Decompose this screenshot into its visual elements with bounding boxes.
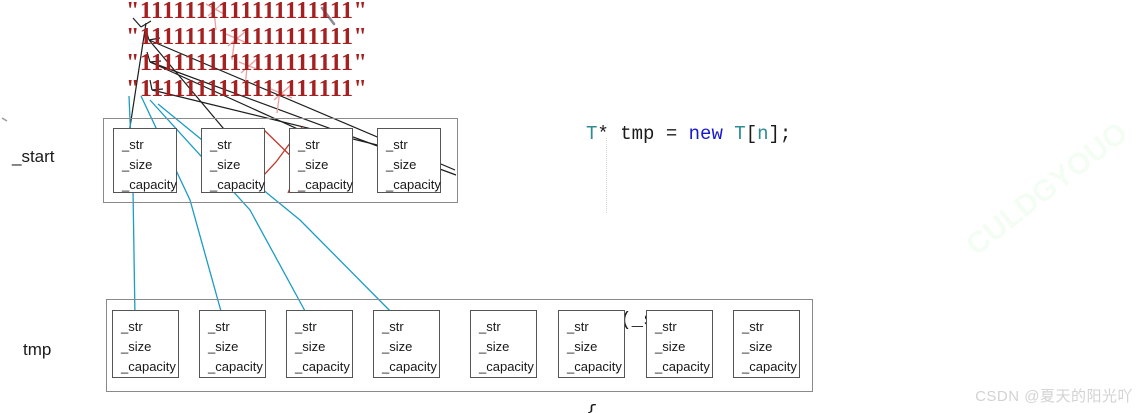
field-str: _str [121, 319, 143, 334]
tmp-struct-cell: _str _size _capacity [112, 310, 179, 378]
field-str: _str [479, 319, 501, 334]
start-struct-cell: _str _size _capacity [113, 128, 177, 193]
code-token [723, 123, 734, 145]
start-struct-cell: _str _size _capacity [289, 128, 353, 193]
field-size: _size [121, 339, 152, 354]
code-token: tmp [620, 123, 655, 145]
field-capacity: _capacity [479, 359, 534, 374]
label-start: _start [12, 147, 55, 166]
field-capacity: _capacity [298, 177, 353, 192]
code-token: ]; [768, 123, 792, 145]
indent-guide [606, 138, 607, 213]
code-token: T [734, 123, 746, 145]
code-token: T [586, 123, 598, 145]
tmp-struct-cell: _str _size _capacity [733, 310, 800, 378]
string-literal-line: "1111111111111111111" [126, 0, 368, 24]
field-capacity: _capacity [122, 177, 177, 192]
code-token: n [757, 123, 769, 145]
string-literal-line: "1111111111111111111" [126, 50, 368, 76]
field-capacity: _capacity [567, 359, 622, 374]
field-capacity: _capacity [742, 359, 797, 374]
field-str: _str [122, 137, 144, 152]
field-str: _str [386, 137, 408, 152]
code-token: [ [745, 123, 758, 145]
field-size: _size [210, 157, 241, 172]
field-capacity: _capacity [210, 177, 265, 192]
tmp-array-frame [106, 299, 813, 392]
code-line-2[interactable] [586, 212, 1141, 243]
field-size: _size [479, 339, 510, 354]
field-capacity: _capacity [655, 359, 710, 374]
label-tmp: tmp [23, 340, 52, 359]
stray-mark [1, 117, 8, 122]
field-capacity: _capacity [295, 359, 350, 374]
tmp-struct-cell: _str _size _capacity [646, 310, 713, 378]
field-capacity: _capacity [386, 177, 441, 192]
field-size: _size [295, 339, 326, 354]
field-size: _size [298, 157, 329, 172]
string-literal-line: "1111111111111111111" [126, 76, 368, 102]
field-str: _str [567, 319, 589, 334]
field-capacity: _capacity [121, 359, 176, 374]
code-token: { [586, 402, 598, 413]
tmp-struct-cell: _str _size _capacity [373, 310, 440, 378]
field-size: _size [382, 339, 413, 354]
field-capacity: _capacity [208, 359, 263, 374]
string-literal-line: "1111111111111111111" [126, 24, 368, 50]
field-size: _size [122, 157, 153, 172]
start-struct-cell: _str _size _capacity [377, 128, 441, 193]
code-token: = [654, 123, 689, 145]
field-size: _size [208, 339, 239, 354]
code-line-1[interactable]: T* tmp = new T[n]; [586, 119, 1141, 150]
field-str: _str [208, 319, 230, 334]
code-line-4[interactable]: { [586, 398, 1141, 413]
string-literal-block: "1111111111111111111" "11111111111111111… [126, 0, 367, 102]
field-str: _str [742, 319, 764, 334]
field-str: _str [382, 319, 404, 334]
code-token: new [688, 123, 723, 145]
field-size: _size [567, 339, 598, 354]
tmp-struct-cell: _str _size _capacity [470, 310, 537, 378]
start-struct-cell: _str _size _capacity [201, 128, 265, 193]
field-capacity: _capacity [382, 359, 437, 374]
tmp-struct-cell: _str _size _capacity [558, 310, 625, 378]
field-str: _str [655, 319, 677, 334]
field-size: _size [742, 339, 773, 354]
code-token: * [597, 123, 621, 145]
field-size: _size [655, 339, 686, 354]
tmp-struct-cell: _str _size _capacity [199, 310, 266, 378]
field-str: _str [210, 137, 232, 152]
tmp-struct-cell: _str _size _capacity [286, 310, 353, 378]
csdn-watermark: CSDN @夏天的阳光吖 [975, 388, 1133, 405]
field-size: _size [386, 157, 417, 172]
field-str: _str [298, 137, 320, 152]
field-str: _str [295, 319, 317, 334]
